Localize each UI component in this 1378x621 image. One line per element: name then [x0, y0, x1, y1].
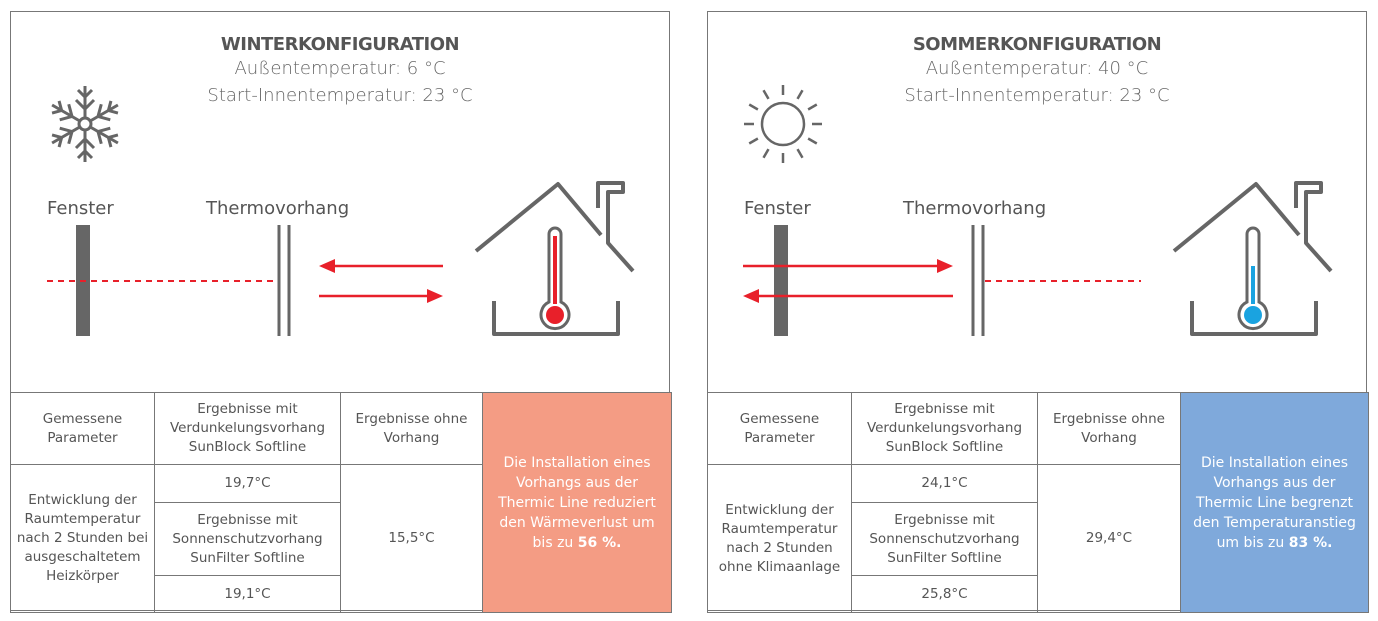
- header-sunblock: Ergebnisse mit Verdunkelungsvorhang SunB…: [154, 392, 341, 465]
- sunblock-value: 24,1°C: [851, 464, 1038, 503]
- arrow-right-icon: [319, 289, 443, 303]
- arrow-right-icon: [743, 259, 953, 273]
- summer-diagram: Fenster Thermovorhang: [742, 85, 1333, 336]
- summer-window-label: Fenster: [744, 198, 811, 219]
- winter-outside-temp: Außentemperatur: 6 °C: [234, 58, 446, 79]
- summer-summary-note: Die Installation eines Vorhangs aus der …: [1180, 392, 1369, 613]
- summer-start-temp: Start-Innentemperatur: 23 °C: [904, 85, 1170, 106]
- header-sunblock: Ergebnisse mit Verdunkelungsvorhang SunB…: [851, 392, 1038, 465]
- winter-summary-note: Die Installation eines Vorhangs aus der …: [482, 392, 672, 613]
- sun-icon: [742, 85, 824, 165]
- curtain-lines: [971, 225, 985, 336]
- header-parameters: Gemessene Parameter: [707, 392, 852, 465]
- header-parameters: Gemessene Parameter: [10, 392, 155, 465]
- sunfilter-value: 19,1°C: [154, 575, 341, 613]
- sunblock-value: 19,7°C: [154, 464, 341, 503]
- thermometer-cool-icon: [1237, 226, 1269, 331]
- winter-curtain-label: Thermovorhang: [205, 198, 349, 219]
- arrow-left-icon: [743, 289, 953, 303]
- no-curtain-value: 15,5°C: [340, 464, 483, 613]
- thermometer-hot-icon: [539, 226, 571, 331]
- header-no-curtain: Ergebnisse ohne Vorhang: [340, 392, 483, 465]
- header-no-curtain: Ergebnisse ohne Vorhang: [1037, 392, 1181, 465]
- arrow-left-icon: [319, 259, 443, 273]
- summer-panel: SOMMERKONFIGURATION Außentemperatur: 40 …: [707, 11, 1369, 613]
- header-sunfilter: Ergebnisse mit Sonnenschutzvorhang SunFi…: [154, 502, 341, 576]
- curtain-lines: [277, 225, 291, 336]
- winter-window-label: Fenster: [47, 198, 114, 219]
- summer-curtain-label: Thermovorhang: [902, 198, 1046, 219]
- winter-diagram: Fenster Thermovorhang: [46, 86, 635, 336]
- summer-results-table: Gemessene Parameter Ergebnisse mit Verdu…: [707, 392, 1369, 613]
- note-percentage: 56 %.: [577, 534, 622, 551]
- summer-title: SOMMERKONFIGURATION: [912, 34, 1162, 55]
- parameter-description: Entwicklung der Raumtemperatur nach 2 St…: [707, 464, 852, 613]
- no-curtain-value: 29,4°C: [1037, 464, 1181, 613]
- note-text: Die Installation eines Vorhangs aus der …: [1193, 454, 1356, 551]
- winter-title: WINTERKONFIGURATION: [220, 34, 460, 55]
- house-icon: [474, 181, 635, 336]
- header-sunfilter: Ergebnisse mit Sonnenschutzvorhang SunFi…: [851, 502, 1038, 576]
- summer-header: SOMMERKONFIGURATION Außentemperatur: 40 …: [708, 34, 1366, 109]
- window-bar: [774, 225, 788, 336]
- winter-start-temp: Start-Innentemperatur: 23 °C: [207, 85, 473, 106]
- snowflake-icon: [46, 86, 124, 164]
- note-percentage: 83 %.: [1288, 534, 1333, 551]
- note-text: Die Installation eines Vorhangs aus der …: [498, 454, 656, 551]
- parameter-description: Entwicklung der Raumtemperatur nach 2 St…: [10, 464, 155, 613]
- sunfilter-value: 25,8°C: [851, 575, 1038, 613]
- summer-outside-temp: Außentemperatur: 40 °C: [925, 58, 1149, 79]
- winter-results-table: Gemessene Parameter Ergebnisse mit Verdu…: [10, 392, 672, 613]
- winter-header: WINTERKONFIGURATION Außentemperatur: 6 °…: [11, 34, 669, 109]
- winter-panel: WINTERKONFIGURATION Außentemperatur: 6 °…: [10, 11, 672, 613]
- house-icon: [1172, 181, 1333, 336]
